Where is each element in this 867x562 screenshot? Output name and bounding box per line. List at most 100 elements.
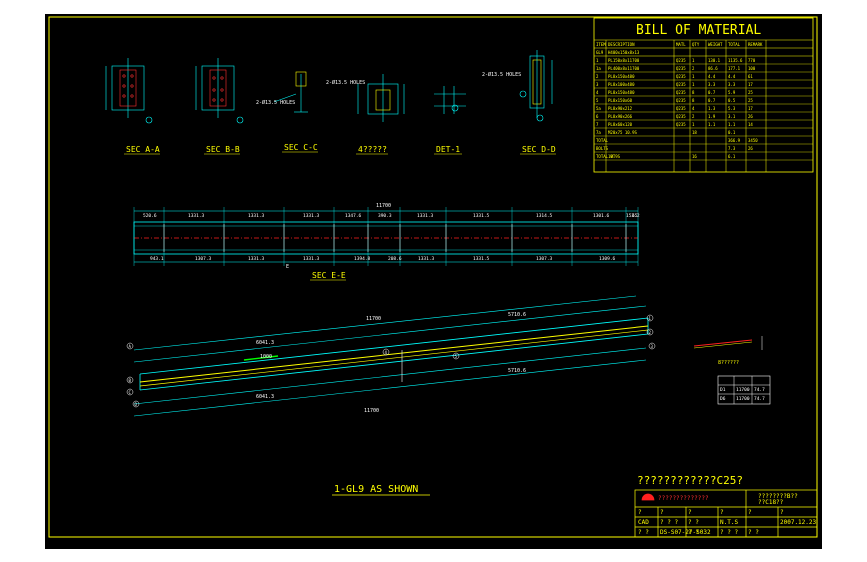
elevation-bot-dim: 1307.3 <box>536 256 553 262</box>
plan-marker-circle <box>132 400 140 408</box>
bom-header-6: REMARK <box>748 42 763 47</box>
elevation-top-dim: 1331.3 <box>188 213 205 219</box>
plan-marker-circle <box>126 342 134 350</box>
bom-cell: 770 <box>748 58 756 63</box>
bom-cell: 2 <box>692 66 695 71</box>
tb-r2-cell: ? ? ? <box>660 519 678 526</box>
elevation-top-dim: 1331.3 <box>303 213 320 219</box>
bom-cell: 0.7 <box>708 90 716 95</box>
section-details <box>105 50 553 124</box>
bom-cell: 26 <box>748 114 753 119</box>
bom-cell: PL8x150x480 <box>608 90 635 95</box>
titleblock-subtitle: ????????B?? <box>758 493 798 500</box>
bom-cell: 2 <box>596 74 599 79</box>
bom-sum-cell: TOTAL <box>596 138 609 143</box>
elevation-marker: E <box>286 264 289 270</box>
bom-cell: M20x75 10.9S <box>608 130 637 135</box>
small-table-cell: 74.7 <box>754 396 765 402</box>
titleblock-subtitle2: ??C18?? <box>758 499 784 506</box>
tb-r2-cell: ? ? <box>688 519 699 526</box>
bom-cell: 4.4 <box>728 74 736 79</box>
sec-c-c-drawing <box>273 71 308 113</box>
bom-cell: PL8x90x212 <box>608 106 633 111</box>
drawing-viewport[interactable] <box>45 14 822 549</box>
plan-left-top: 6041.3 <box>256 340 274 346</box>
bom-cell: 5.3 <box>728 106 736 111</box>
caption-sec-4: 4????? <box>358 145 387 154</box>
bom-cell: Q235 <box>676 98 686 103</box>
bom-cell: 0.5 <box>728 98 736 103</box>
bom-cell: Q235 <box>676 122 686 127</box>
bom-cell: 4 <box>692 106 695 111</box>
bom-cell: Q235 <box>676 114 686 119</box>
bom-cell: 1.1 <box>708 122 716 127</box>
elevation-top-dim: 520.6 <box>143 213 157 219</box>
bom-sum-cell: BOLTS <box>596 146 609 151</box>
elevation-top-dim: 1314.5 <box>536 213 553 219</box>
bom-cell: 1 <box>692 82 695 87</box>
plan-left-bot: 6041.3 <box>256 394 274 400</box>
caption-plan: 1-GL9 AS SHOWN <box>334 484 418 495</box>
bom-cell: 4 <box>596 90 599 95</box>
bom-sum-cell: 16 <box>692 154 697 159</box>
plan-marker-label: 4 <box>385 350 388 355</box>
bom-header-1: DESCRIPTION <box>608 42 635 47</box>
plan-view: 11700 11700 6041.3 5710.6 6041.3 5710.6 … <box>126 295 656 496</box>
plan-marker-label: D <box>135 402 138 407</box>
small-table-cell: D1 <box>720 387 726 393</box>
bom-cell: Q235 <box>676 74 686 79</box>
bom-cell: PL150x8x11700 <box>608 58 640 63</box>
bom-cell: Q235 <box>676 58 686 63</box>
bom-cell: 5 <box>596 98 599 103</box>
plan-overall-top: 11700 <box>366 316 381 322</box>
plan-right-bot: 5710.6 <box>508 368 526 374</box>
bom-cell: 3 <box>596 82 599 87</box>
small-table-cell: 11700 <box>736 387 750 393</box>
small-detail-label: 8?????? <box>718 360 739 366</box>
bom-title: BILL OF MATERIAL <box>636 23 761 38</box>
bom-cell: 8 <box>692 90 695 95</box>
bom-cell: 1 <box>596 58 599 63</box>
small-table-cell: D6 <box>720 396 726 402</box>
elevation-bot-dim: 1307.3 <box>195 256 212 262</box>
caption-sec-a: SEC A-A <box>126 145 160 154</box>
bom-cell: 3.3 <box>708 82 716 87</box>
bom-header-4: WEIGHT <box>708 42 723 47</box>
bom-cell: PL8x150x60 <box>608 98 633 103</box>
plan-inner-dim: 1000 <box>260 354 272 360</box>
bom-cell: 130.1 <box>708 58 721 63</box>
elevation-bot-dim: 943.1 <box>150 256 164 262</box>
bom-cell: 1.9 <box>708 114 716 119</box>
plan-marker-label: 3 <box>651 344 654 349</box>
sec-4-drawing <box>357 74 405 122</box>
bom-cell: 1 <box>692 74 695 79</box>
plan-marker-label: 5 <box>455 354 458 359</box>
plan-marker-circle <box>646 314 654 322</box>
bom-cell: 25 <box>748 90 753 95</box>
plan-right-top: 5710.6 <box>508 312 526 318</box>
bom-cell: 0.7 <box>708 98 716 103</box>
tb-r3-cell: ? ? <box>748 529 759 536</box>
tb-r1-cell: ? <box>780 509 784 516</box>
bom-cell: 1a <box>596 66 601 71</box>
elevation-bot-dim: 208.6 <box>388 256 402 262</box>
bom-cell: 1.1 <box>728 122 736 127</box>
bom-cell: 1 <box>692 58 695 63</box>
bom-sum-cell: 366.9 <box>728 138 741 143</box>
elevation-top-dim: 1331.3 <box>417 213 434 219</box>
sec-d-d-drawing <box>519 50 553 122</box>
small-table-cell: 11700 <box>736 396 750 402</box>
bom-row0-0: GL9 <box>596 50 604 55</box>
bom-cell: Q235 <box>676 90 686 95</box>
elevation-top-dim: 1347.6 <box>345 213 362 219</box>
bom-cell: PL400x8x11700 <box>608 66 640 71</box>
tb-r2-cell: CAD <box>638 519 649 526</box>
elevation-bot-dim: 1331.3 <box>248 256 265 262</box>
bom-cell: 1 <box>692 122 695 127</box>
bom-cell: 100 <box>748 66 756 71</box>
caption-sec-e: SEC E-E <box>312 271 346 280</box>
bom-header-5: TOTAL <box>728 42 741 47</box>
det-1-drawing <box>434 86 466 114</box>
